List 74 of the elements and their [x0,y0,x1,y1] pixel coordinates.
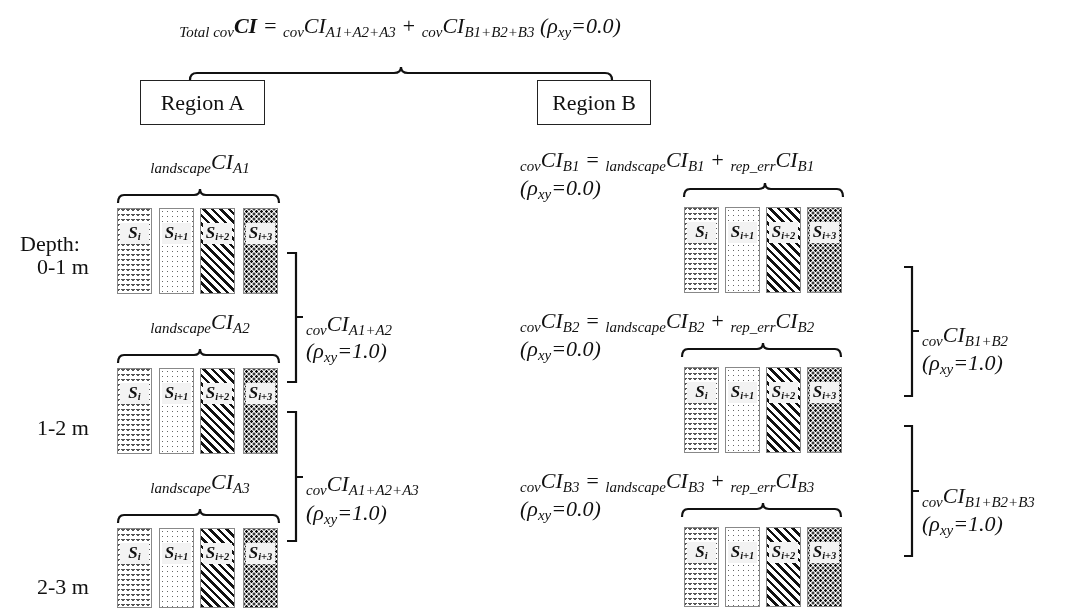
soil-column [725,367,760,453]
formula-heading: $_{Total cov}$CI = $_{cov}$CI$_{A1+A2+A3}$ + $_{cov}$CI$_{B1+B2+B3}$ (ρ$_{xy}$=0.0) [179,14,621,41]
column-label: S$_{i+3}$ [810,382,839,403]
formula-label: $_{cov}$CI$_{A1+A2+A3}$ [306,472,419,499]
soil-column [684,367,719,453]
column-label: S$_{i+2}$ [769,382,798,403]
column-label: S$_{i+2}$ [203,383,232,404]
soil-column [243,208,278,294]
region-box [537,80,651,125]
formula-label: $_{landscape}$CI$_{A2}$ [150,310,250,337]
soil-column [725,207,760,293]
column-label: S$_{i+1}$ [162,543,191,564]
depth-label: Depth: [20,232,80,257]
column-label: S$_{i}$ [687,222,716,243]
column-label: S$_{i+3}$ [246,383,275,404]
column-label: S$_{i+3}$ [810,222,839,243]
soil-column [200,208,235,294]
soil-column [243,528,278,608]
column-label: S$_{i+2}$ [769,222,798,243]
soil-column [807,527,842,607]
column-label: S$_{i+2}$ [203,223,232,244]
region-label: Region A [160,89,245,116]
column-label: S$_{i+2}$ [203,543,232,564]
soil-column [200,368,235,454]
soil-column [766,527,801,607]
column-label: S$_{i}$ [120,543,149,564]
formula-label: (ρ$_{xy}$=0.0) [520,337,601,364]
soil-column [684,527,719,607]
region-label: Region B [552,89,636,116]
soil-column [159,208,194,294]
column-label: S$_{i+1}$ [162,383,191,404]
soil-column [766,207,801,293]
depth-label: 0-1 m [37,255,89,280]
formula-label: (ρ$_{xy}$=1.0) [306,501,387,528]
formula-label: (ρ$_{xy}$=0.0) [520,497,601,524]
column-label: S$_{i}$ [687,542,716,563]
formula-label: $_{landscape}$CI$_{A3}$ [150,470,250,497]
formula-label: (ρ$_{xy}$=1.0) [922,512,1003,539]
soil-column [159,368,194,454]
depth-label: 2-3 m [37,575,89,600]
column-label: S$_{i}$ [687,382,716,403]
column-label: S$_{i+1}$ [728,222,757,243]
formula-label: (ρ$_{xy}$=1.0) [922,351,1003,378]
column-label: S$_{i+1}$ [728,542,757,563]
soil-column [684,207,719,293]
formula-label: $_{cov}$CI$_{A1+A2}$ [306,312,393,339]
soil-column [200,528,235,608]
soil-column [807,367,842,453]
soil-column [117,528,152,608]
soil-column [117,208,152,294]
soil-column [117,368,152,454]
soil-column [243,368,278,454]
region-box [140,80,265,125]
formula-label: (ρ$_{xy}$=0.0) [520,176,601,203]
column-label: S$_{i}$ [120,383,149,404]
column-label: S$_{i+1}$ [162,223,191,244]
formula-label: $_{landscape}$CI$_{A1}$ [150,150,250,177]
soil-column [725,527,760,607]
formula-label: $_{cov}$CI$_{B3}$ = $_{landscape}$CI$_{B3}$ + $_{rep_err}$CI$_{B3}$ [520,469,815,496]
formula-label: $_{cov}$CI$_{B1+B2+B3}$ [922,484,1035,511]
column-label: S$_{i+3}$ [246,223,275,244]
soil-column [159,528,194,608]
column-label: S$_{i+2}$ [769,542,798,563]
formula-label: (ρ$_{xy}$=1.0) [306,339,387,366]
column-label: S$_{i+3}$ [246,543,275,564]
column-label: S$_{i}$ [120,223,149,244]
column-label: S$_{i+1}$ [728,382,757,403]
soil-column [807,207,842,293]
column-label: S$_{i+3}$ [810,542,839,563]
formula-label: $_{cov}$CI$_{B1+B2}$ [922,323,1009,350]
soil-column [766,367,801,453]
formula-label: $_{cov}$CI$_{B1}$ = $_{landscape}$CI$_{B1}$ + $_{rep_err}$CI$_{B1}$ [520,148,815,175]
formula-label: $_{cov}$CI$_{B2}$ = $_{landscape}$CI$_{B2}$ + $_{rep_err}$CI$_{B2}$ [520,309,815,336]
depth-label: 1-2 m [37,416,89,441]
